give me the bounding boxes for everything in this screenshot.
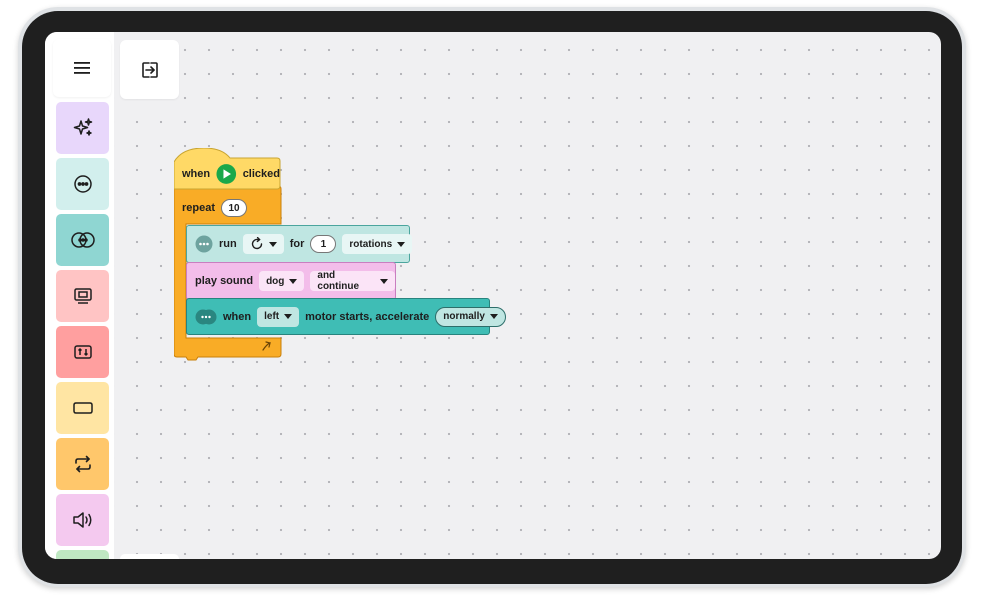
category-control[interactable] xyxy=(56,438,109,490)
play-sound-block[interactable]: play sound dog and continue xyxy=(186,262,396,300)
category-sound[interactable] xyxy=(56,494,109,546)
motor-icon xyxy=(73,175,92,193)
run-label: run xyxy=(219,238,237,250)
direction-dropdown[interactable] xyxy=(242,234,284,254)
sound-mode-dropdown[interactable]: and continue xyxy=(310,270,395,292)
display-icon xyxy=(73,288,92,304)
bottom-button-stub xyxy=(120,554,179,559)
run-motor-block[interactable]: run for 1 rotations xyxy=(186,225,413,263)
repeat-loop-arrow-icon xyxy=(262,341,271,351)
motor-block-icon xyxy=(195,235,213,253)
loop-icon xyxy=(74,455,91,473)
sound-mode-value: and continue xyxy=(317,270,360,292)
unit-dropdown[interactable]: rotations xyxy=(342,234,413,254)
category-sensors[interactable] xyxy=(56,326,109,378)
hamburger-menu-icon xyxy=(74,62,90,74)
when-clicked-block[interactable]: when clicked xyxy=(174,160,280,188)
motor-accelerate-block[interactable]: when left motor starts, accelerate norma… xyxy=(186,298,506,335)
play-sound-label: play sound xyxy=(195,275,254,287)
chevron-down-icon xyxy=(489,314,498,319)
repeat-count-input[interactable]: 10 xyxy=(221,199,248,217)
repeat-label: repeat xyxy=(182,202,216,214)
chevron-down-icon xyxy=(284,314,293,319)
chevron-down-icon xyxy=(268,241,277,247)
motor-pair-icon xyxy=(70,232,95,248)
chevron-down-icon xyxy=(380,278,388,284)
chevron-down-icon xyxy=(397,241,406,247)
export-button[interactable] xyxy=(120,40,179,99)
play-icon[interactable] xyxy=(216,163,237,185)
coding-workspace[interactable]: when clicked repeat 10 run xyxy=(45,32,941,559)
category-motor-pair[interactable] xyxy=(56,214,109,266)
chevron-down-icon xyxy=(289,278,298,284)
acceleration-value: normally xyxy=(443,311,485,322)
motor-when-label: when xyxy=(223,310,252,323)
hat-when-label: when xyxy=(182,168,211,180)
motor-side-dropdown[interactable]: left xyxy=(257,306,300,327)
motor-starts-label: motor starts, accelerate xyxy=(305,310,430,323)
hat-clicked-label: clicked xyxy=(242,168,280,180)
speaker-icon xyxy=(72,512,91,528)
block-category-sidebar xyxy=(45,32,114,559)
category-events[interactable] xyxy=(56,382,109,434)
sparkles-icon xyxy=(73,118,92,136)
sensor-icon xyxy=(73,345,92,359)
run-for-label: for xyxy=(289,238,305,250)
motor-side-value: left xyxy=(264,311,280,322)
rotation-amount-input[interactable]: 1 xyxy=(310,235,337,253)
acceleration-dropdown[interactable]: normally xyxy=(435,306,506,327)
event-icon xyxy=(72,402,93,414)
category-ai[interactable] xyxy=(56,102,109,154)
repeat-block[interactable]: repeat 10 xyxy=(174,196,280,220)
motor-pair-block-icon xyxy=(195,308,217,326)
unit-value: rotations xyxy=(349,238,393,250)
clockwise-arrow-icon xyxy=(251,237,262,250)
export-arrow-icon xyxy=(141,61,158,78)
menu-button[interactable] xyxy=(53,39,111,97)
category-display[interactable] xyxy=(56,270,109,322)
category-more[interactable] xyxy=(56,550,109,559)
category-motors[interactable] xyxy=(56,158,109,210)
sound-dropdown[interactable]: dog xyxy=(259,271,305,291)
sound-value: dog xyxy=(266,275,285,287)
